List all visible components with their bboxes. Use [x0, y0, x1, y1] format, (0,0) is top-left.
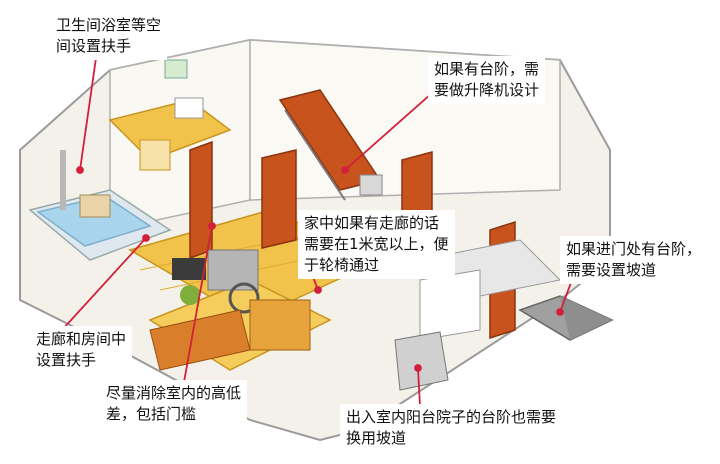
callout-line: 换用坡道	[346, 429, 407, 447]
callout-line: 卫生间浴室等空	[56, 16, 162, 34]
callout-bathroom-handrails: 卫生间浴室等空 间设置扶手	[50, 12, 168, 60]
callout-line: 需要在1米宽以上，便	[304, 235, 449, 253]
leader-lines	[61, 57, 573, 407]
entrance-ramp	[518, 295, 614, 341]
callout-line: 设置扶手	[36, 351, 97, 369]
callout-porch-ramp: 出入室内阳台院子的台阶也需要 换用坡道	[340, 404, 563, 452]
callout-line: 差，包括门槛	[106, 405, 197, 423]
callout-line: 于轮椅通过	[304, 256, 380, 274]
callout-line: 尽量消除室内的高低	[106, 384, 242, 402]
callout-corridor-width: 家中如果有走廊的话 需要在1米宽以上，便 于轮椅通过	[298, 210, 455, 279]
furniture	[149, 249, 311, 371]
callout-stair-lift: 如果有台阶，需 要做升降机设计	[428, 56, 546, 104]
callout-line: 如果进门处有台阶，	[566, 240, 702, 258]
callout-line: 如果有台阶，需	[434, 60, 540, 78]
callout-line: 家中如果有走廊的话	[304, 214, 440, 232]
callout-line: 要做升降机设计	[434, 81, 540, 99]
callout-line: 间设置扶手	[56, 37, 132, 55]
staircase	[278, 89, 383, 201]
entrance	[394, 239, 562, 391]
callout-floor-level: 尽量消除室内的高低 差，包括门槛	[100, 380, 248, 428]
toilet-room	[108, 59, 232, 171]
callout-corridor-handrails: 走廊和房间中 设置扶手	[30, 326, 133, 374]
callout-line: 出入室内阳台院子的台阶也需要	[346, 408, 557, 426]
callout-entrance-ramp: 如果进门处有台阶， 需要设置坡道	[560, 236, 708, 284]
callout-line: 走廊和房间中	[36, 330, 127, 348]
doors	[189, 140, 516, 340]
callout-line: 需要设置坡道	[566, 261, 657, 279]
bathroom	[28, 150, 172, 261]
